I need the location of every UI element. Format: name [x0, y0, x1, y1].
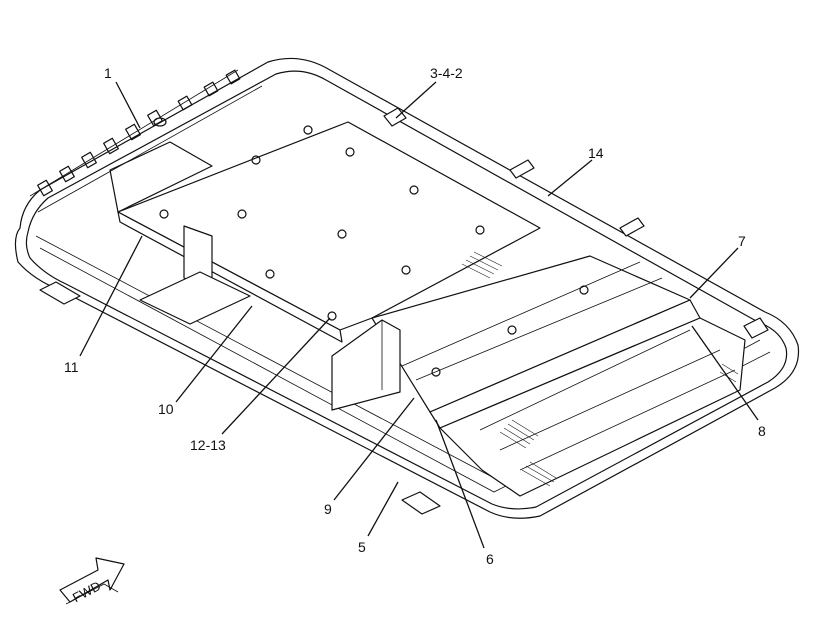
callout-9: 9	[324, 501, 332, 517]
side-brackets	[39, 107, 769, 515]
callout-11: 11	[64, 359, 79, 375]
leader-lines	[79, 81, 759, 549]
callout-8: 8	[758, 423, 766, 439]
callout-12-13: 12-13	[190, 437, 226, 453]
front-vents	[29, 69, 263, 213]
callout-7: 7	[738, 233, 746, 249]
rear-console	[439, 251, 746, 497]
fwd-arrow-icon: FWD	[59, 557, 125, 605]
callout-3-4-2: 3-4-2	[430, 65, 463, 81]
callout-5: 5	[358, 539, 366, 555]
callout-14: 14	[588, 145, 604, 161]
beam-channels	[139, 225, 701, 429]
callout-10: 10	[158, 401, 174, 417]
callout-6: 6	[486, 551, 494, 567]
callout-labels: 1 3-4-2 14 7 8 11 10 12-13 9 5 6	[64, 65, 766, 567]
callout-1: 1	[104, 65, 112, 81]
ceiling-panel	[109, 121, 541, 343]
fastener-bolts	[159, 125, 589, 377]
